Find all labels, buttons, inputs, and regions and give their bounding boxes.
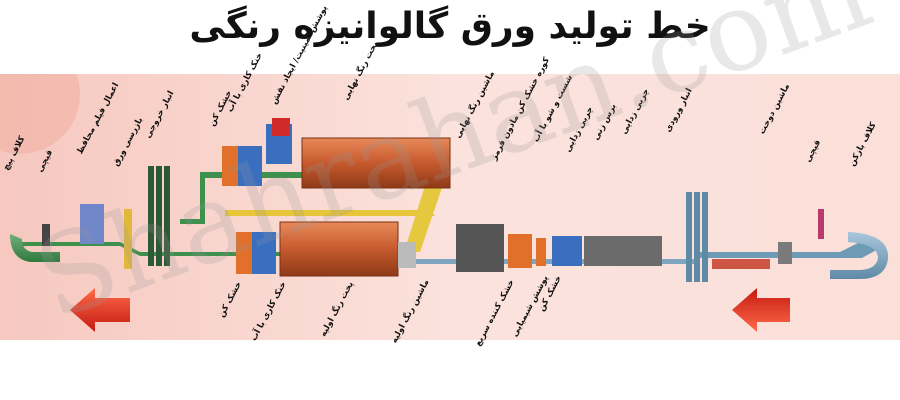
laminate-roll (272, 118, 290, 136)
cooling-top (238, 146, 262, 186)
inspection-unit (124, 209, 132, 269)
production-line-panel: کلاف پیچ قیچی اعمال فیلم محافظ بازرسی ور… (0, 0, 900, 348)
right-arrow (732, 288, 790, 332)
entry-accumulator (686, 192, 708, 282)
cooling-bottom (252, 232, 276, 274)
yellow-strip (225, 210, 435, 216)
strip-left (20, 242, 300, 256)
primer-coater (398, 242, 416, 268)
quick-dryer (456, 224, 504, 272)
shear-in (818, 209, 824, 239)
chem-dryer (536, 238, 546, 266)
dryer-top (222, 146, 238, 186)
uncoiler (830, 232, 889, 279)
stitcher (778, 242, 792, 264)
film-unit (80, 204, 104, 244)
coil-winder (10, 234, 60, 262)
exit-accumulator (148, 166, 170, 266)
chem-coat (508, 234, 532, 268)
shear-out (42, 224, 50, 246)
loop-pit (712, 259, 770, 269)
yellow-riser (404, 170, 448, 252)
final-oven (301, 137, 451, 189)
degrease-tanks (584, 236, 662, 266)
left-arrow (70, 288, 130, 332)
water-wash (552, 236, 582, 266)
strip-right (700, 242, 880, 258)
production-line-svg (0, 34, 900, 340)
primer-oven (279, 221, 399, 277)
dryer-bottom (236, 232, 252, 274)
page-title: خط تولید ورق گالوانیزه رنگی (189, 6, 711, 47)
